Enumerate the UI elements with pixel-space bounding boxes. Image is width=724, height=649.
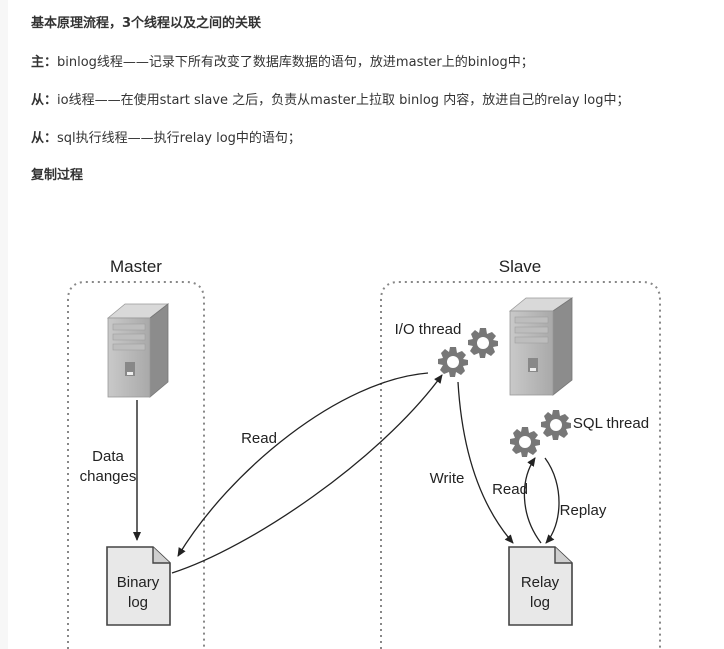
data-changes-label-line1: Data <box>92 448 124 465</box>
line-text: binlog线程——记录下所有改变了数据库数据的语句，放进master上的bin… <box>57 55 534 70</box>
relay-log-document <box>508 546 573 626</box>
relay-log-label-line2: log <box>530 594 550 611</box>
sql-thread-gear-icon <box>510 427 540 457</box>
data-changes-label-line2: changes <box>80 468 137 485</box>
line-master-binlog: 主：binlog线程——记录下所有改变了数据库数据的语句，放进master上的b… <box>31 54 534 72</box>
relay-log-label-line1: Relay <box>521 574 560 591</box>
line-prefix: 从： <box>31 93 58 108</box>
replay-label: Replay <box>560 502 607 519</box>
sql-thread-gear-icon <box>541 410 571 440</box>
binary-log-label-line1: Binary <box>117 574 160 591</box>
line-prefix: 主： <box>31 55 58 70</box>
page-left-gutter <box>0 0 8 649</box>
replication-subheading: 复制过程 <box>31 168 84 183</box>
slave-label: Slave <box>499 257 542 276</box>
line-slave-sql: 从：sql执行线程——执行relay log中的语句； <box>31 130 301 148</box>
master-server-icon <box>106 303 170 398</box>
write-arrow <box>457 381 514 544</box>
line-text: io线程——在使用start slave 之后，负责从master上拉取 bin… <box>57 93 630 108</box>
binary-log-document <box>106 546 171 626</box>
sql-read-label: Read <box>492 481 528 498</box>
sql-thread-label: SQL thread <box>573 415 649 432</box>
io-thread-gear-icon <box>438 347 468 377</box>
io-thread-label: I/O thread <box>395 321 462 338</box>
slave-container <box>380 281 661 649</box>
line-text: sql执行线程——执行relay log中的语句； <box>57 131 301 146</box>
read-response-arrow <box>177 372 429 557</box>
replay-arrow <box>544 457 560 544</box>
binary-log-label-line2: log <box>128 594 148 611</box>
line-slave-io: 从：io线程——在使用start slave 之后，负责从master上拉取 b… <box>31 92 629 110</box>
section-heading: 基本原理流程，3个线程以及之间的关联 <box>31 16 262 31</box>
read-request-arrow <box>171 374 443 574</box>
read-label: Read <box>241 430 277 447</box>
line-prefix: 从： <box>31 131 58 146</box>
write-label: Write <box>430 470 465 487</box>
io-thread-gear-icon <box>468 328 498 358</box>
master-container <box>67 281 205 649</box>
sql-read-arrow <box>523 457 542 544</box>
master-label: Master <box>110 257 162 276</box>
slave-server-icon <box>508 297 574 396</box>
